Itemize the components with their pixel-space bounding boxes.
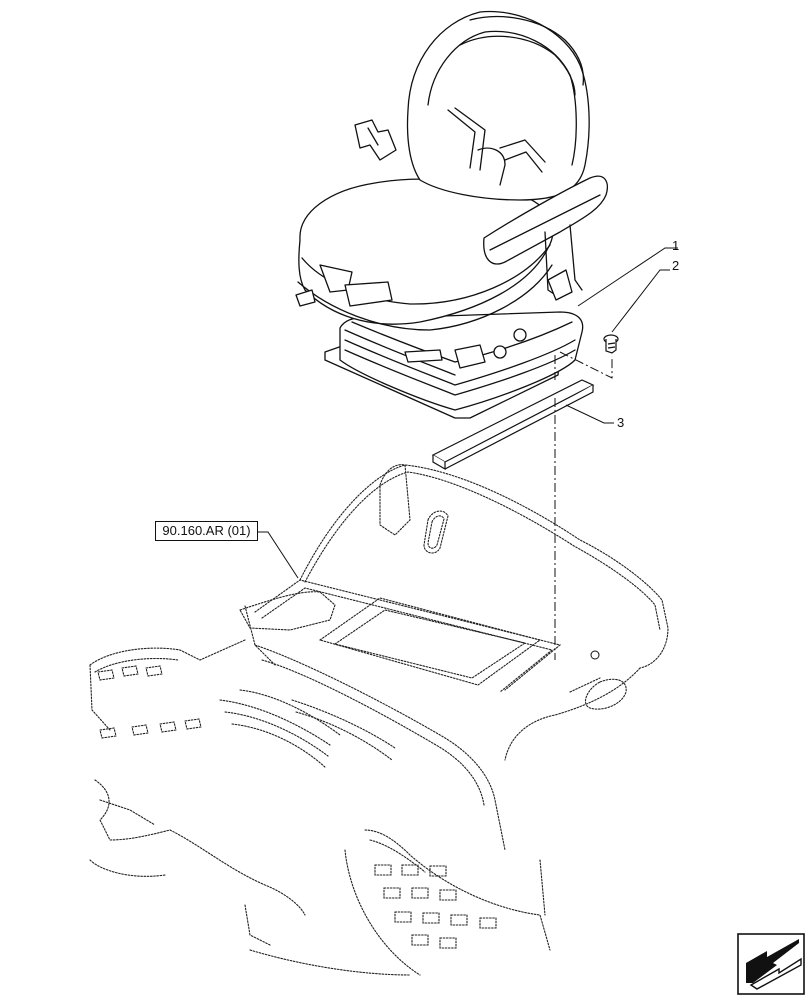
leader-lines bbox=[258, 247, 678, 579]
bolt bbox=[603, 334, 619, 354]
callout-2: 2 bbox=[672, 258, 679, 273]
cab-floor-phantom bbox=[89, 464, 669, 976]
arrow-page-icon[interactable] bbox=[737, 933, 805, 995]
callout-3: 3 bbox=[617, 415, 624, 430]
reference-link-box[interactable]: 90.160.AR (01) bbox=[155, 521, 258, 541]
spacer-plate bbox=[431, 379, 595, 471]
callout-1: 1 bbox=[672, 238, 679, 253]
assembly-centerline bbox=[554, 351, 613, 660]
mount-hole bbox=[590, 650, 600, 660]
driver-seat bbox=[295, 10, 608, 419]
